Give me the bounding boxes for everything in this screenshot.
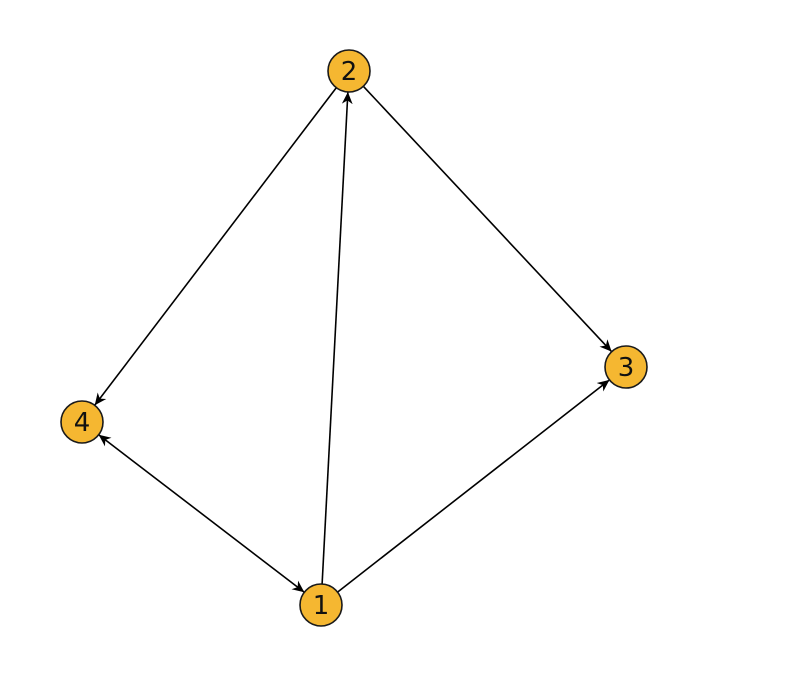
node-4: 4 bbox=[60, 400, 104, 444]
nodes-layer: 1 2 3 4 bbox=[60, 49, 648, 627]
edge-1-3 bbox=[337, 379, 610, 593]
node-label: 4 bbox=[74, 408, 91, 438]
edge-1-4 bbox=[98, 434, 305, 593]
edges-layer bbox=[94, 85, 613, 593]
node-circle bbox=[60, 400, 104, 444]
node-label: 2 bbox=[341, 57, 358, 87]
node-3: 3 bbox=[604, 345, 648, 389]
node-circle bbox=[604, 345, 648, 389]
node-label: 1 bbox=[313, 591, 330, 621]
node-2: 2 bbox=[327, 49, 371, 93]
node-label: 3 bbox=[618, 353, 635, 383]
edge-1-2 bbox=[321, 91, 353, 585]
node-circle bbox=[299, 583, 343, 627]
edge-2-4 bbox=[94, 87, 337, 406]
edge-2-3 bbox=[362, 85, 613, 353]
node-circle bbox=[327, 49, 371, 93]
node-1: 1 bbox=[299, 583, 343, 627]
